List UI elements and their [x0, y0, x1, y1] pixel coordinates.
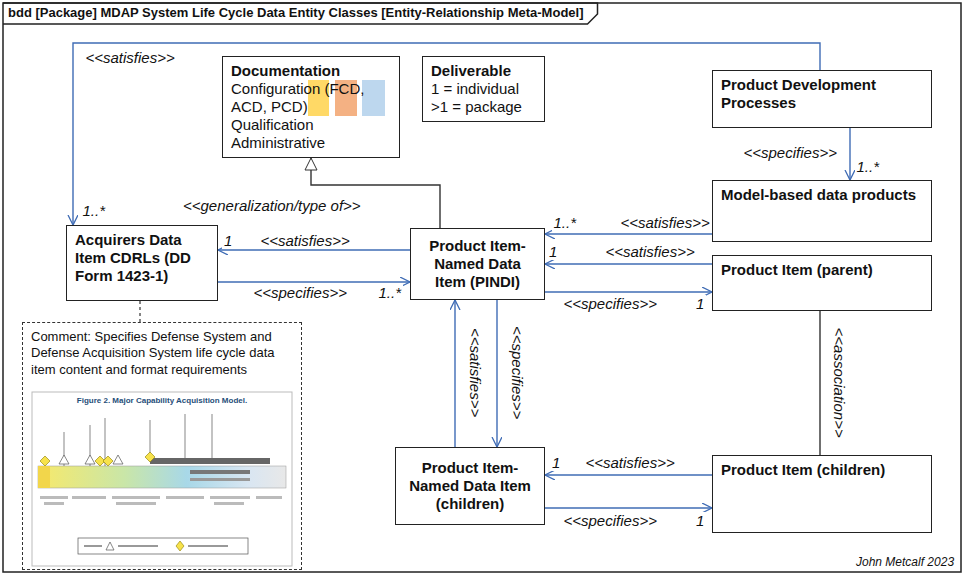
class-box: Product Item-Named Data Item (children): [395, 447, 545, 525]
relation-arrow: [454, 300, 455, 447]
multiplicity: 1: [547, 243, 559, 260]
relation-arrow: [139, 301, 140, 322]
multiplicity: 1..*: [855, 158, 882, 175]
class-text: Qualification: [231, 116, 391, 134]
class-text: Figure 2. Major Capability Acquisition M…: [31, 396, 293, 406]
relation-label: <<satisfies>>: [466, 326, 483, 419]
relation-label: <<specifies>>: [562, 295, 659, 312]
multiplicity: 1: [550, 454, 562, 471]
author-note: John Metcalf 2023: [854, 556, 956, 570]
class-name: Product Item-Named Data Item (PINDI): [419, 237, 536, 291]
relation-arrow: [218, 249, 410, 250]
class-box: Deliverable1 = individual>1 = package: [422, 56, 545, 122]
class-name: Documentation: [231, 62, 391, 80]
relation-arrow: [545, 233, 712, 234]
class-name: Deliverable: [431, 62, 536, 80]
class-name: Product Item (parent): [721, 261, 923, 279]
relation-arrow: [545, 474, 712, 475]
class-text: Administrative: [231, 134, 391, 152]
class-box: Product Item (parent): [712, 255, 932, 311]
class-text: 1 = individual: [431, 80, 536, 98]
comment-box: Comment: Specifies Defense System and De…: [22, 322, 302, 570]
relation-arrow: [496, 300, 497, 447]
relation-label: <<specifies>>: [742, 144, 839, 161]
relation-label: <<satisfies>>: [259, 232, 352, 249]
class-name: Product Development Processes: [721, 76, 923, 112]
relation-label: <<specifies>>: [562, 512, 659, 529]
relation-arrow: [545, 507, 712, 508]
class-text: Configuration (FCD, ACD, PCD): [231, 80, 391, 116]
class-name: Acquirers Data Item CDRLs (DD Form 1423-…: [75, 231, 209, 285]
multiplicity: 1..*: [552, 214, 579, 231]
generalization-line: [311, 158, 440, 228]
relation-label: <<satisfies>>: [619, 214, 712, 231]
multiplicity: 1: [694, 295, 706, 312]
class-box: Model-based data products: [712, 180, 932, 242]
relation-label: <<specifies>>: [252, 284, 349, 301]
multiplicity: 1: [694, 512, 706, 529]
relation-arrow: [849, 128, 850, 180]
class-name: Comment: Specifies Defense System and De…: [31, 329, 293, 378]
relation-arrow: [73, 43, 820, 225]
acquisition-model-figure: [32, 392, 292, 566]
class-name: Product Item (children): [721, 461, 923, 479]
class-name: Model-based data products: [721, 186, 923, 204]
relation-arrow: [545, 291, 712, 292]
class-text: >1 = package: [431, 98, 536, 116]
multiplicity: 1..*: [377, 284, 404, 301]
relation-label: <<association>>: [830, 325, 847, 439]
frame-tab: [3, 3, 598, 24]
class-box: DocumentationConfiguration (FCD, ACD, PC…: [222, 56, 400, 158]
relation-label: <<satisfies>>: [604, 243, 697, 260]
relation-label: <<satisfies>>: [84, 49, 177, 66]
relation-arrow: [819, 311, 820, 455]
relation-label: <<satisfies>>: [584, 454, 677, 471]
multiplicity: 1..*: [81, 202, 108, 219]
relation-label: <<generalization/type of>>: [181, 197, 363, 214]
class-box: Product Item-Named Data Item (PINDI): [410, 228, 545, 300]
relation-arrow: [545, 263, 712, 264]
class-box: Acquirers Data Item CDRLs (DD Form 1423-…: [66, 225, 218, 301]
multiplicity: 1: [222, 232, 234, 249]
relation-arrow: [218, 281, 410, 282]
relation-label: <<specifies>>: [509, 323, 526, 420]
class-box: Product Development Processes: [712, 70, 932, 128]
class-box: Product Item (children): [712, 455, 932, 533]
diagram-title: bdd [Package] MDAP System Life Cycle Dat…: [8, 5, 584, 21]
bdd-frame: [3, 3, 961, 572]
class-name: Product Item-Named Data Item (children): [404, 459, 536, 513]
